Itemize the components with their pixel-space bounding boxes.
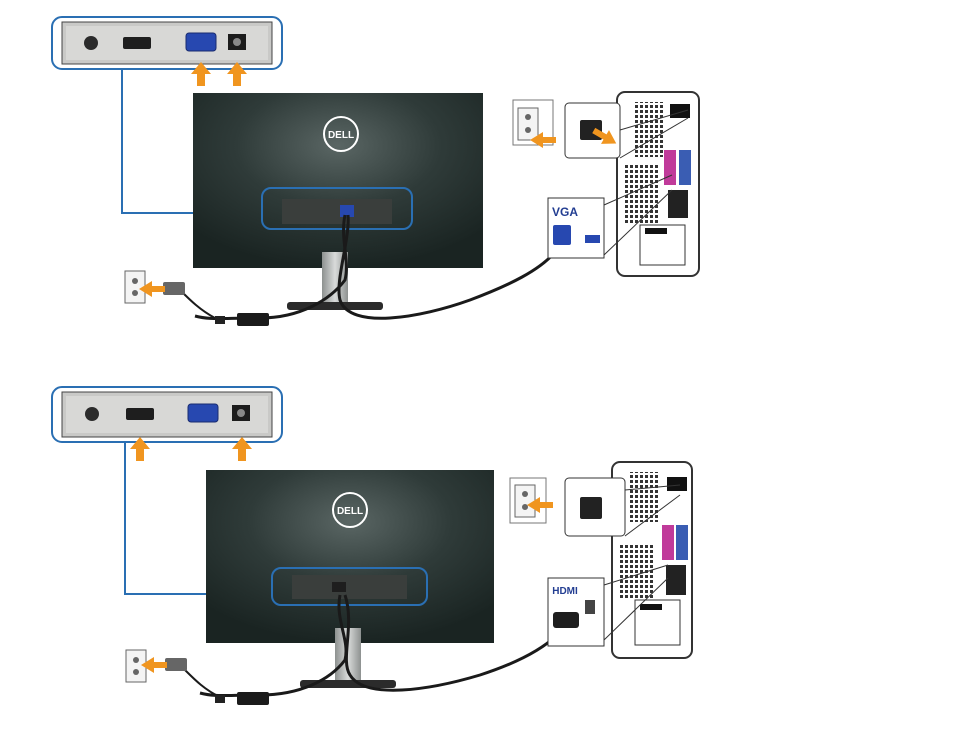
- vga-port: [186, 33, 216, 51]
- power-plug: [165, 658, 187, 671]
- power-adapter: [237, 313, 269, 326]
- diagram-hdmi: DELL: [52, 387, 692, 705]
- power-adapter: [237, 692, 269, 705]
- wall-outlet: [125, 271, 145, 303]
- monitor-back: DELL: [193, 93, 483, 310]
- port-callout-box: [52, 17, 282, 69]
- pc-power-socket: [667, 477, 687, 491]
- hdmi-port: [126, 408, 154, 420]
- monitor-base: [287, 302, 383, 310]
- vga-port: [188, 404, 218, 422]
- connection-type-label: HDMI: [552, 586, 578, 597]
- connection-type-label: VGA: [552, 205, 578, 219]
- power-plug: [163, 282, 185, 295]
- dell-logo-text: DELL: [328, 130, 354, 141]
- diagram-vga: DELL: [52, 17, 699, 326]
- hdmi-port: [123, 37, 151, 49]
- pc-tower: [617, 92, 699, 276]
- monitor-back: DELL: [206, 470, 494, 688]
- pc-power-socket: [670, 104, 690, 118]
- lock-slot-icon: [85, 407, 99, 421]
- dell-logo-text: DELL: [337, 506, 363, 517]
- port-callout-box: [52, 387, 282, 442]
- lock-slot-icon: [84, 36, 98, 50]
